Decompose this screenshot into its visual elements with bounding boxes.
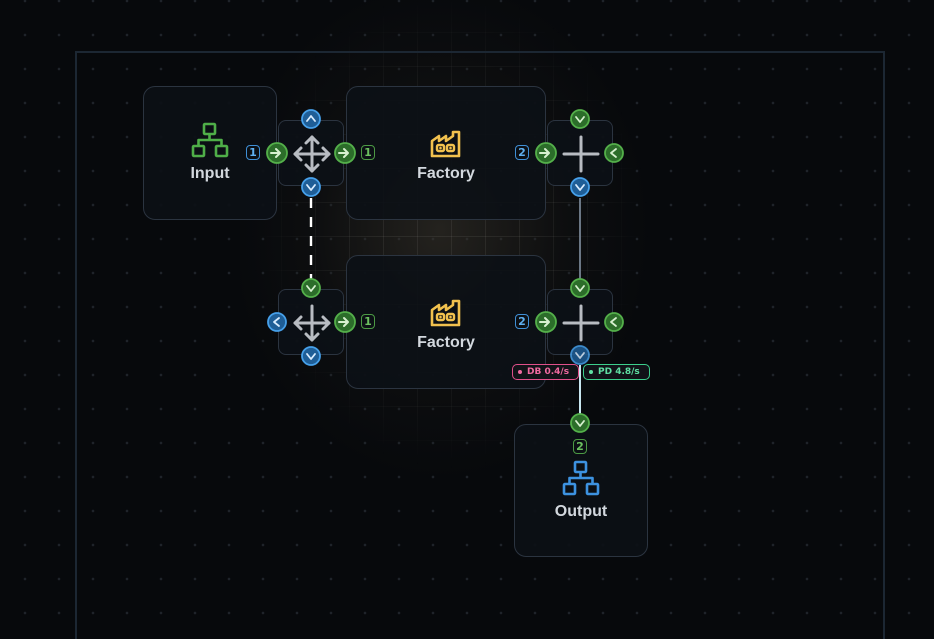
hierarchy-icon xyxy=(190,122,230,158)
port-arrow-right-icon[interactable] xyxy=(334,142,356,164)
factory-bottom-in-count: 1 xyxy=(361,314,375,329)
port-arrow-down-icon[interactable] xyxy=(569,344,591,366)
factory-node-top[interactable]: Factory xyxy=(346,86,546,220)
port-arrow-left-icon[interactable] xyxy=(603,311,625,333)
placement-glow xyxy=(240,0,660,500)
hierarchy-icon xyxy=(561,460,601,496)
port-arrow-down-icon[interactable] xyxy=(569,412,591,434)
factory-icon xyxy=(429,129,463,159)
port-arrow-down-icon[interactable] xyxy=(300,277,322,299)
placement-grid xyxy=(250,0,650,490)
port-arrow-down-icon[interactable] xyxy=(569,176,591,198)
plus-junction-icon xyxy=(561,303,601,343)
pd-rate-badge: PD 4.8/s xyxy=(583,364,650,380)
port-arrow-right-icon[interactable] xyxy=(535,311,557,333)
pd-rate-text: PD 4.8/s xyxy=(598,367,640,377)
factory-icon xyxy=(429,298,463,328)
output-node-label: Output xyxy=(554,503,608,520)
build-area-border xyxy=(75,51,885,639)
plus-junction-icon xyxy=(561,134,601,174)
db-dot xyxy=(518,370,522,374)
db-rate-badge: DB 0.4/s xyxy=(512,364,579,380)
factory-bottom-label: Factory xyxy=(417,334,475,351)
move-arrows-icon xyxy=(292,303,332,343)
move-arrows-icon xyxy=(292,134,332,174)
port-arrow-right-icon[interactable] xyxy=(334,311,356,333)
port-arrow-right-icon[interactable] xyxy=(266,142,288,164)
port-arrow-up-icon[interactable] xyxy=(300,108,322,130)
db-rate-text: DB 0.4/s xyxy=(527,367,570,377)
input-node[interactable]: Input xyxy=(143,86,277,220)
port-arrow-left-icon[interactable] xyxy=(603,142,625,164)
pd-dot xyxy=(589,370,593,374)
factory-top-in-count: 1 xyxy=(361,145,375,160)
factory-top-out-count: 2 xyxy=(515,145,529,160)
output-in-count: 2 xyxy=(573,439,587,454)
factory-bottom-out-count: 2 xyxy=(515,314,529,329)
input-node-label: Input xyxy=(190,165,230,182)
port-arrow-down-icon[interactable] xyxy=(569,108,591,130)
port-arrow-down-icon[interactable] xyxy=(300,176,322,198)
port-arrow-down-icon[interactable] xyxy=(300,345,322,367)
port-arrow-down-icon[interactable] xyxy=(569,277,591,299)
port-arrow-left-icon[interactable] xyxy=(266,311,288,333)
input-out-count: 1 xyxy=(246,145,260,160)
factory-top-label: Factory xyxy=(417,165,475,182)
port-arrow-right-icon[interactable] xyxy=(535,142,557,164)
